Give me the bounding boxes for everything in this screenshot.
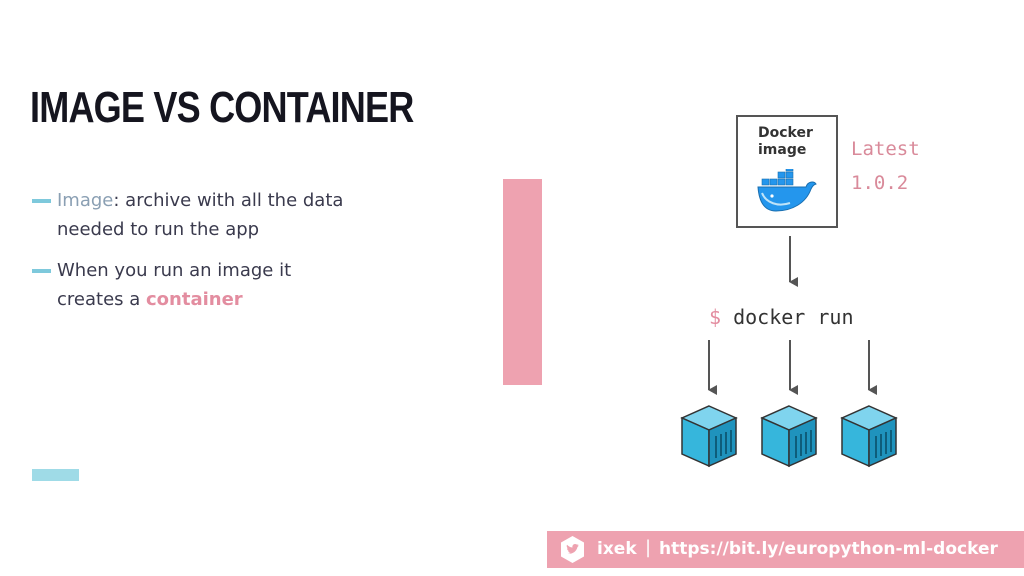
bullet-image-highlight: Image	[57, 190, 114, 211]
bullet-container-highlight: container	[146, 289, 243, 310]
bullet-container: When you run an image it creates a conta…	[32, 256, 362, 314]
footer-separator: |	[645, 537, 652, 558]
command-prompt: $	[709, 305, 722, 329]
twitter-bird-icon[interactable]	[559, 536, 586, 563]
container-cube-icon	[840, 405, 898, 468]
slide-title: IMAGE VS CONTAINER	[30, 83, 414, 132]
tag-version: 1.0.2	[851, 172, 909, 194]
container-cube-icon	[760, 405, 818, 468]
footer-banner: ixek | https://bit.ly/europython-ml-dock…	[547, 531, 1024, 568]
docker-whale-icon	[757, 169, 817, 212]
docker-run-command: $ docker run	[709, 305, 854, 329]
decorative-teal-bar	[32, 469, 79, 481]
bullet-image: Image: archive with all the data needed …	[32, 186, 362, 244]
bullet-container-text: When you run an image it creates a	[57, 260, 292, 310]
slides-url-link[interactable]: https://bit.ly/europython-ml-docker	[659, 539, 998, 559]
bullet-dash	[32, 199, 51, 203]
bullet-image-text: : archive with all the data needed to ru…	[57, 190, 344, 240]
docker-image-label-line2: image	[758, 142, 807, 158]
command-text: docker run	[733, 305, 854, 329]
tag-latest: Latest	[851, 138, 920, 160]
docker-image-box: Docker image	[736, 115, 838, 228]
container-cube-icon	[680, 405, 738, 468]
decorative-pink-bar	[503, 179, 542, 385]
docker-image-label-line1: Docker	[758, 125, 813, 141]
twitter-handle[interactable]: ixek	[597, 539, 637, 559]
bullet-dash	[32, 269, 51, 273]
